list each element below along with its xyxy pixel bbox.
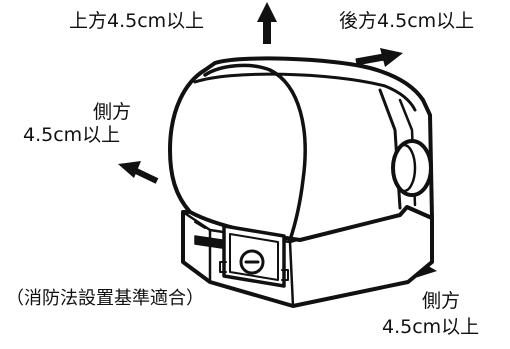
- device-body: [168, 56, 434, 242]
- extinguisher-device: [168, 56, 434, 308]
- arrow-up-icon: [257, 2, 277, 44]
- standard-compliance-note: （消防法設置基準適合）: [6, 288, 204, 309]
- label-back-clearance: 後方4.5cm以上: [339, 10, 475, 32]
- label-left-side-value: 4.5cm以上: [23, 124, 121, 146]
- label-right-side-value: 4.5cm以上: [382, 316, 480, 338]
- label-right-side-title: 側方: [422, 290, 461, 312]
- arrow-back-icon: [355, 48, 403, 67]
- arrow-left-side-icon: [118, 161, 159, 184]
- front-slot: [194, 235, 223, 249]
- label-top-clearance: 上方4.5cm以上: [69, 10, 205, 32]
- label-left-side-title: 側方: [93, 101, 132, 123]
